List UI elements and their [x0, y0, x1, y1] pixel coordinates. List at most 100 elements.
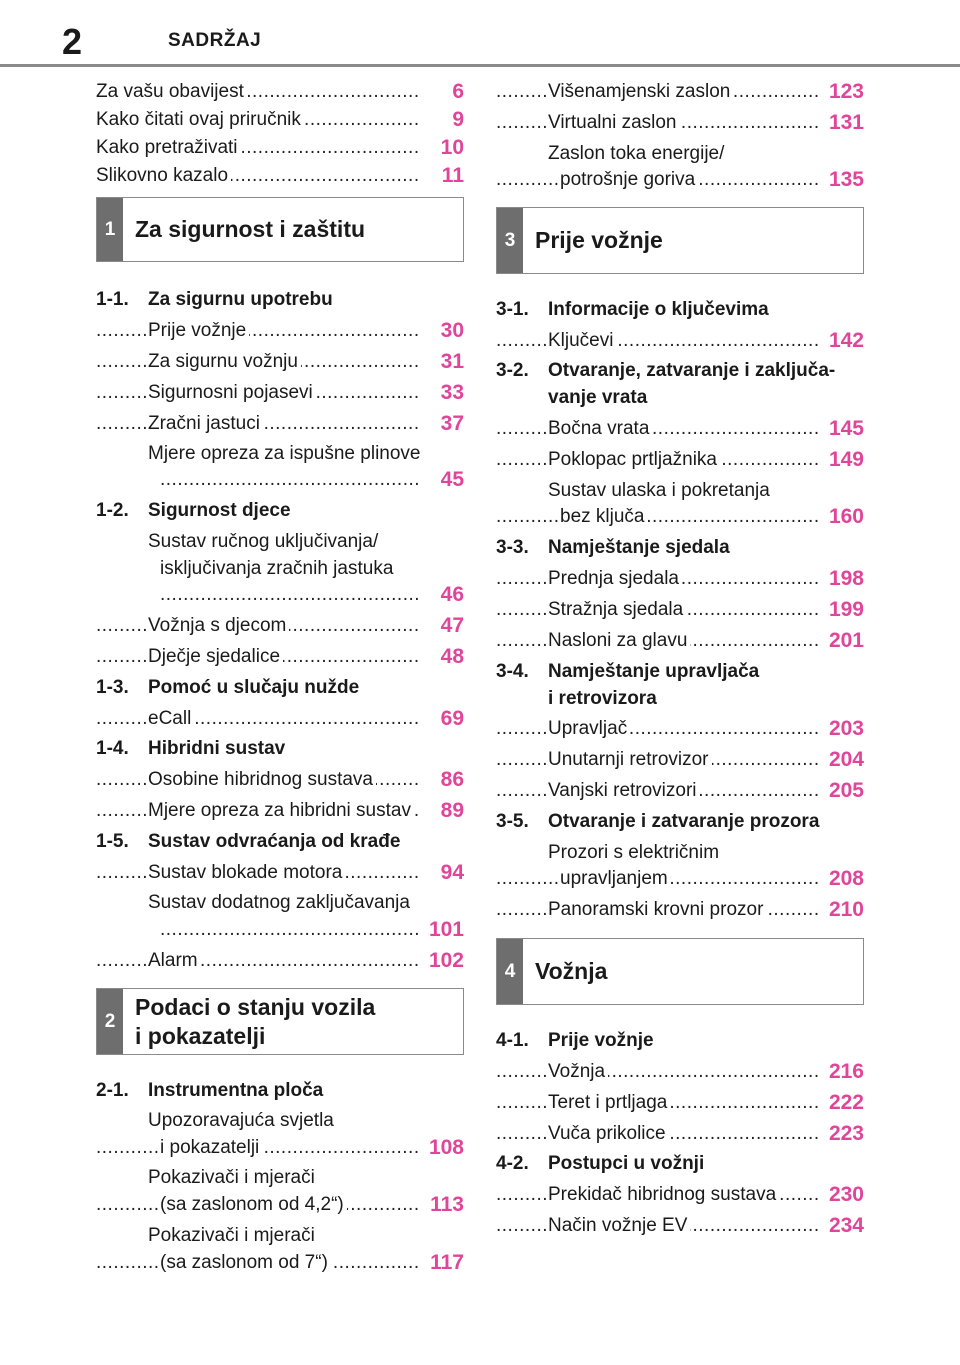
- toc-entry[interactable]: ........................................…: [496, 627, 864, 655]
- toc-entry[interactable]: ........................................…: [496, 746, 864, 774]
- toc-entry[interactable]: ........................................…: [96, 612, 464, 640]
- page-link[interactable]: 89: [438, 797, 464, 825]
- page-link[interactable]: 208: [826, 865, 864, 893]
- section-title: Prije vožnje: [535, 227, 663, 253]
- page-link[interactable]: 149: [826, 446, 864, 474]
- subsection-heading: 1-3.Pomoć u slučaju nužde: [96, 677, 360, 698]
- subsection-heading: 4-2.Postupci u vožnji: [496, 1153, 705, 1174]
- page-link[interactable]: 223: [826, 1120, 864, 1148]
- page-link[interactable]: 113: [428, 1191, 464, 1219]
- toc-entry[interactable]: ........................................…: [496, 865, 864, 893]
- toc-entry[interactable]: ........................................…: [96, 1134, 464, 1162]
- toc-entry[interactable]: ........................................…: [96, 859, 464, 887]
- toc-entry[interactable]: ........................................…: [96, 947, 464, 975]
- toc-entry[interactable]: ........................................…: [496, 565, 864, 593]
- toc-entry[interactable]: ........................................…: [96, 766, 464, 794]
- page-link[interactable]: 160: [826, 503, 864, 531]
- page-link[interactable]: 222: [826, 1089, 864, 1117]
- toc-entry[interactable]: ........................................…: [96, 705, 464, 733]
- toc-entry[interactable]: ........................................…: [496, 1120, 864, 1148]
- subsection-heading: 3-5.Otvaranje i zatvaranje prozora: [496, 811, 820, 832]
- page-link[interactable]: 204: [826, 746, 864, 774]
- page-link[interactable]: 11: [439, 162, 464, 190]
- page-link[interactable]: 203: [826, 715, 864, 743]
- page-link[interactable]: 45: [438, 466, 464, 494]
- page-link[interactable]: 108: [426, 1134, 464, 1162]
- toc-entry[interactable]: ........................................…: [496, 327, 864, 355]
- section-number-tab: 4: [497, 939, 523, 1004]
- section-header-2[interactable]: 2 Podaci o stanju vozila i pokazatelji: [96, 988, 464, 1055]
- section-header-3[interactable]: 3 Prije vožnje: [496, 207, 864, 274]
- toc-entry-text: Mjere opreza za ispušne plinove: [148, 443, 421, 464]
- toc-entry[interactable]: ........................................…: [496, 777, 864, 805]
- toc-entry[interactable]: ........................................…: [96, 1191, 464, 1219]
- toc-entry[interactable]: ........................................…: [96, 916, 464, 944]
- toc-entry[interactable]: ........................................…: [96, 466, 464, 494]
- toc-entry-text: Prozori s električnim: [548, 842, 720, 863]
- page-link[interactable]: 33: [438, 379, 464, 407]
- page-link[interactable]: 10: [438, 134, 464, 162]
- toc-entry[interactable]: ........................................…: [96, 379, 464, 407]
- toc-entry[interactable]: ........................................…: [96, 797, 464, 825]
- page-link[interactable]: 101: [426, 916, 464, 944]
- page-link[interactable]: 46: [438, 581, 464, 609]
- toc-entry[interactable]: ........................................…: [96, 348, 464, 376]
- toc-entry[interactable]: ........................................…: [96, 410, 464, 438]
- toc-entry-text: Pokazivači i mjerači: [148, 1167, 315, 1188]
- page-link[interactable]: 205: [826, 777, 864, 805]
- page-link[interactable]: 230: [826, 1181, 864, 1209]
- section-header-1[interactable]: 1 Za sigurnost i zaštitu: [96, 197, 464, 262]
- toc-entry[interactable]: ........................................…: [496, 503, 864, 531]
- toc-entry[interactable]: ........................................…: [96, 134, 464, 162]
- toc-entry[interactable]: ........................................…: [496, 78, 864, 106]
- page-link[interactable]: 145: [826, 415, 864, 443]
- toc-entry[interactable]: ........................................…: [496, 166, 864, 194]
- page-link[interactable]: 131: [826, 109, 864, 137]
- page-link[interactable]: 142: [826, 327, 864, 355]
- toc-entry[interactable]: ........................................…: [496, 1058, 864, 1086]
- subsection-heading: 3-1.Informacije o ključevima: [496, 299, 769, 320]
- page-link[interactable]: 37: [438, 410, 464, 438]
- subsection-heading: 1-1.Za sigurnu upotrebu: [96, 289, 333, 310]
- header-title: SADRŽAJ: [168, 30, 262, 51]
- page-link[interactable]: 48: [438, 643, 464, 671]
- toc-entry[interactable]: ........................................…: [496, 109, 864, 137]
- toc-entry[interactable]: ........................................…: [96, 581, 464, 609]
- toc-entry[interactable]: ........................................…: [496, 1089, 864, 1117]
- section-header-4[interactable]: 4 Vožnja: [496, 938, 864, 1005]
- toc-entry[interactable]: ........................................…: [96, 317, 464, 345]
- page-link[interactable]: 199: [826, 596, 864, 624]
- toc-entry[interactable]: ........................................…: [96, 78, 464, 106]
- toc-entry[interactable]: ........................................…: [96, 162, 464, 190]
- toc-entry[interactable]: ........................................…: [496, 1212, 864, 1240]
- page-link[interactable]: 31: [438, 348, 464, 376]
- page-link[interactable]: 216: [826, 1058, 864, 1086]
- page-link[interactable]: 47: [438, 612, 464, 640]
- page-link[interactable]: 102: [426, 947, 464, 975]
- toc-entry[interactable]: ........................................…: [496, 1181, 864, 1209]
- page-link[interactable]: 30: [438, 317, 464, 345]
- toc-entry[interactable]: ........................................…: [496, 415, 864, 443]
- page-link[interactable]: 86: [438, 766, 464, 794]
- page-link[interactable]: 198: [826, 565, 864, 593]
- toc-entry[interactable]: ........................................…: [496, 596, 864, 624]
- toc-entry[interactable]: ........................................…: [496, 896, 864, 924]
- subsection-heading: 4-1.Prije vožnje: [496, 1030, 654, 1051]
- page-link[interactable]: 210: [826, 896, 864, 924]
- page-link[interactable]: 117: [428, 1249, 464, 1277]
- page-link[interactable]: 135: [826, 166, 864, 194]
- toc-entry[interactable]: ........................................…: [96, 643, 464, 671]
- toc-entry-text: Upozoravajuća svjetla: [148, 1110, 334, 1131]
- subsection-heading: 2-1.Instrumentna ploča: [96, 1080, 324, 1101]
- page-link[interactable]: 123: [826, 78, 864, 106]
- toc-entry[interactable]: ........................................…: [96, 106, 464, 134]
- toc-entry[interactable]: ........................................…: [496, 715, 864, 743]
- toc-entry[interactable]: ........................................…: [96, 1249, 464, 1277]
- page-link[interactable]: 69: [438, 705, 464, 733]
- page-link[interactable]: 9: [450, 106, 464, 134]
- page-link[interactable]: 94: [438, 859, 464, 887]
- toc-entry[interactable]: ........................................…: [496, 446, 864, 474]
- page-link[interactable]: 201: [826, 627, 864, 655]
- page-link[interactable]: 6: [450, 78, 464, 106]
- page-link[interactable]: 234: [826, 1212, 864, 1240]
